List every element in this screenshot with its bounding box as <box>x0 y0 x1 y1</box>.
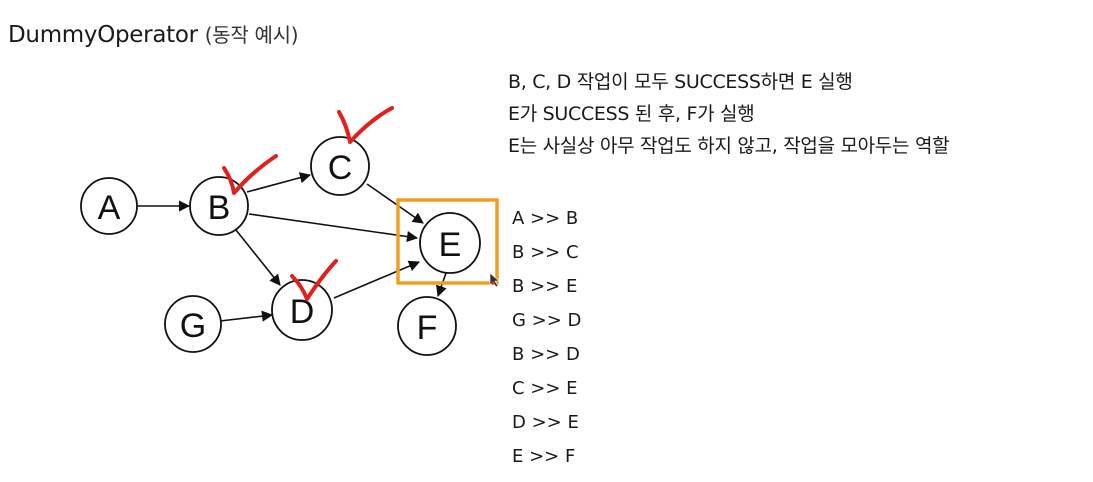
node-e: E <box>419 212 481 274</box>
dependency-row: D >> E <box>512 412 579 433</box>
node-label-f: F <box>417 309 438 347</box>
node-label-c: C <box>328 149 353 187</box>
node-g: G <box>164 295 222 353</box>
dependency-row: E >> F <box>512 446 576 467</box>
dependency-row: B >> E <box>512 276 578 297</box>
check-mark-b <box>222 154 278 195</box>
title-sub: (동작 예시) <box>204 23 299 47</box>
node-c: C <box>310 136 370 196</box>
edge-c-e <box>366 183 424 224</box>
edge-g-d <box>219 310 274 322</box>
note-line-3: E는 사실상 아무 작업도 하지 않고, 작업을 모아두는 역할 <box>508 135 950 157</box>
check-mark-d <box>290 259 338 301</box>
note-line-2: E가 SUCCESS 된 후, F가 실행 <box>508 103 755 125</box>
node-label-d: D <box>290 293 315 331</box>
dependency-row: G >> D <box>512 310 582 331</box>
dependency-row: A >> B <box>512 208 579 229</box>
cursor-icon <box>489 272 500 288</box>
edge-b-c <box>246 172 312 193</box>
edge-b-e <box>248 213 419 243</box>
node-d: D <box>271 279 333 341</box>
edge-d-e <box>333 260 421 299</box>
check-mark-c <box>337 106 394 144</box>
node-a: A <box>80 177 138 235</box>
dependency-row: B >> C <box>512 242 579 263</box>
dependency-row: B >> D <box>512 344 580 365</box>
note-line-1: B, C, D 작업이 모두 SUCCESS하면 E 실행 <box>508 71 853 93</box>
node-label-a: A <box>98 189 121 227</box>
node-label-b: B <box>208 189 231 227</box>
explanation-notes: B, C, D 작업이 모두 SUCCESS하면 E 실행 E가 SUCCESS… <box>508 66 950 162</box>
node-f: F <box>397 296 457 356</box>
title-main: DummyOperator <box>8 22 198 48</box>
page-title: DummyOperator (동작 예시) <box>8 20 299 50</box>
edge-b-d <box>235 229 281 286</box>
node-label-g: G <box>180 307 206 345</box>
dependency-list: A >> B B >> C B >> E G >> D B >> D C >> … <box>512 202 581 474</box>
node-label-e: E <box>439 226 462 264</box>
dependency-row: C >> E <box>512 378 578 399</box>
highlight-box-e <box>396 198 499 285</box>
